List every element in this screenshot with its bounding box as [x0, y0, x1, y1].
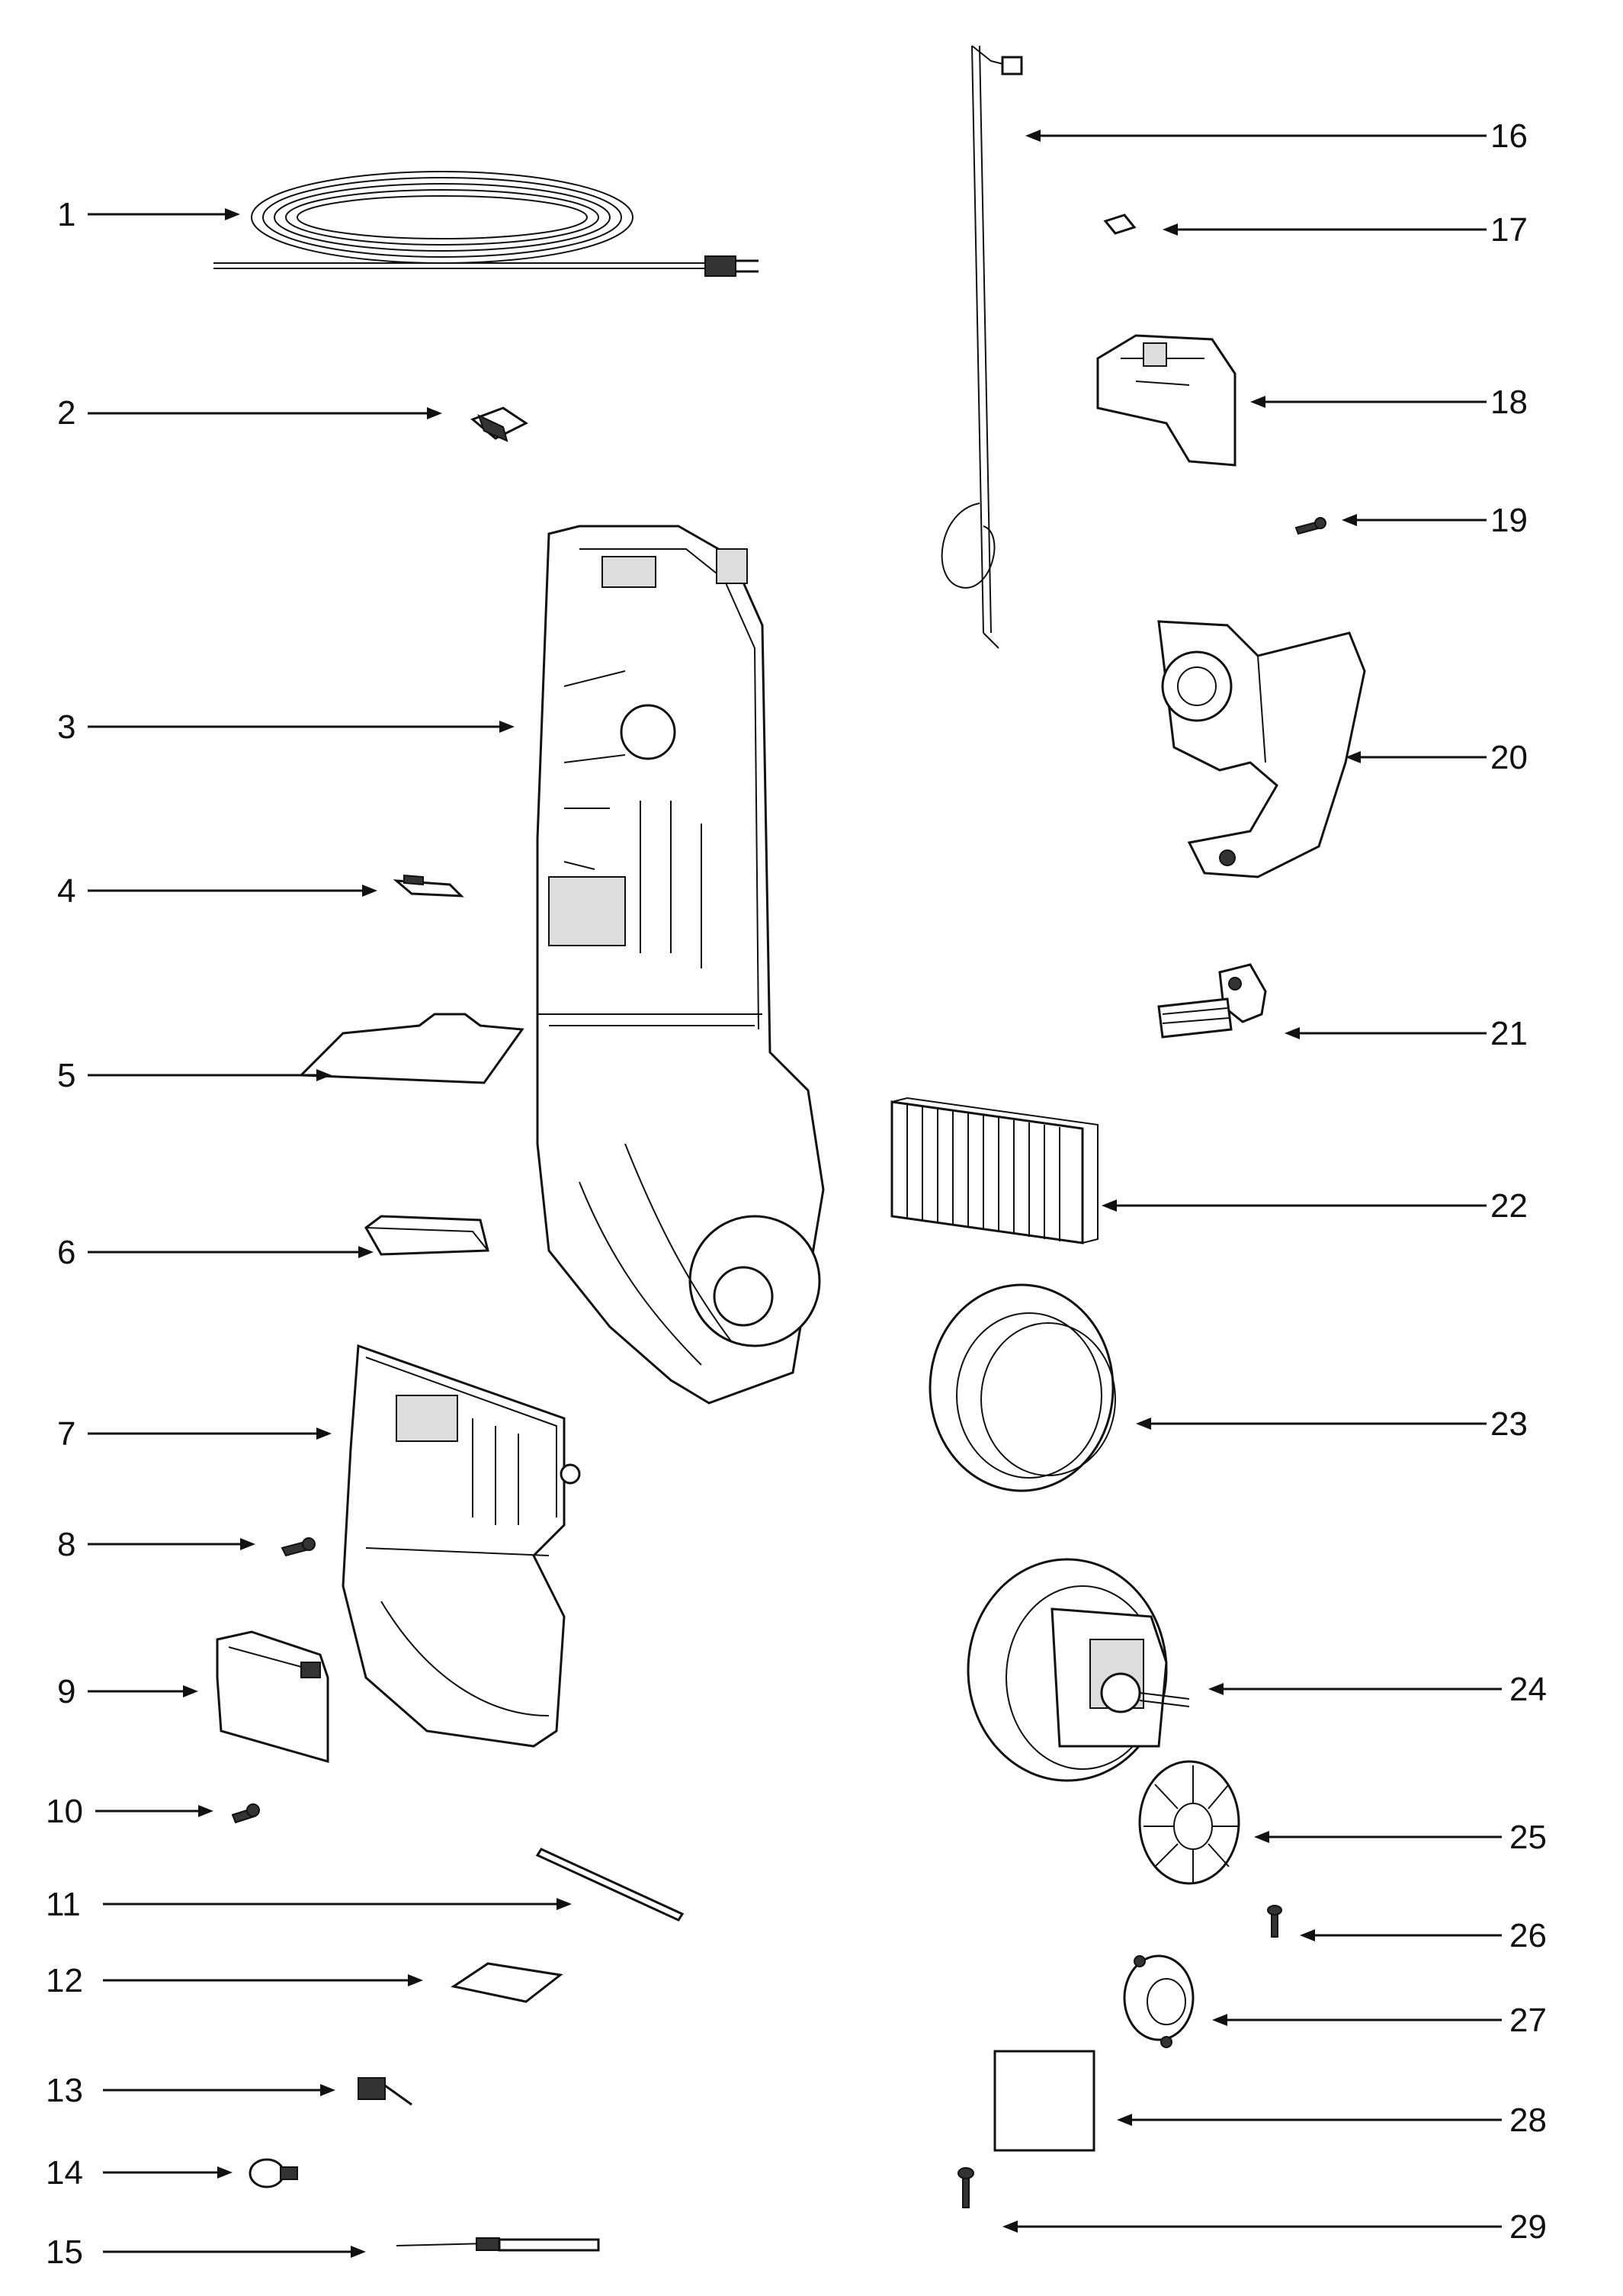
callout-20: 20 [1346, 739, 1528, 776]
callout-7: 7 [57, 1415, 332, 1453]
bracket-icon [1096, 334, 1236, 467]
hepa-filter-icon [890, 1097, 1099, 1244]
callout-number: 13 [46, 2072, 83, 2109]
callout-12: 12 [46, 1962, 423, 1999]
callout-11: 11 [46, 1886, 572, 1923]
nut-icon [1103, 214, 1137, 235]
screw-icon [281, 1537, 316, 1557]
callout-number: 20 [1490, 739, 1528, 776]
duct-elbow-icon [1157, 620, 1366, 878]
callout-25: 25 [1254, 1819, 1547, 1856]
cover-plate-icon [216, 1630, 329, 1763]
callout-13: 13 [46, 2072, 335, 2109]
callout-6: 6 [57, 1234, 374, 1271]
screw-icon [1267, 1905, 1282, 1938]
callout-number: 27 [1509, 2002, 1547, 2039]
callout-number: 9 [57, 1673, 75, 1710]
wire-harness-icon [396, 2237, 600, 2252]
bulb-icon [249, 2158, 298, 2188]
latch-icon [393, 874, 464, 898]
callout-14: 14 [46, 2154, 233, 2192]
callout-9: 9 [57, 1673, 198, 1710]
card-icon [993, 2050, 1095, 2152]
screw-icon [957, 2167, 974, 2208]
label-icon [451, 1962, 563, 2003]
callout-1: 1 [57, 196, 240, 233]
callout-number: 29 [1509, 2208, 1547, 2246]
callout-number: 3 [57, 708, 75, 746]
callout-5: 5 [57, 1057, 332, 1094]
callout-number: 22 [1490, 1187, 1528, 1225]
callout-28: 28 [1117, 2102, 1547, 2139]
callout-19: 19 [1342, 502, 1528, 539]
callout-number: 5 [57, 1057, 75, 1094]
front-housing-icon [342, 1344, 581, 1748]
callout-10: 10 [46, 1793, 213, 1830]
callout-24: 24 [1208, 1671, 1547, 1708]
callout-number: 26 [1509, 1917, 1547, 1954]
callout-number: 1 [57, 196, 75, 233]
callout-number: 7 [57, 1415, 75, 1453]
motor-mount-icon [1123, 1954, 1195, 2048]
cable-rod-icon [941, 45, 1023, 649]
switch-icon [470, 406, 528, 442]
ring-gasket-icon [929, 1283, 1116, 1492]
callout-number: 16 [1490, 117, 1528, 155]
callout-number: 21 [1490, 1015, 1528, 1052]
callout-16: 16 [1025, 117, 1528, 155]
callout-27: 27 [1212, 2002, 1547, 2039]
callout-number: 6 [57, 1234, 75, 1271]
screw-icon [1294, 517, 1326, 535]
clip-icon [1157, 963, 1267, 1039]
callout-15: 15 [46, 2233, 366, 2271]
connector-icon [358, 2077, 412, 2106]
callout-26: 26 [1300, 1917, 1547, 1954]
callout-number: 28 [1509, 2102, 1547, 2139]
rear-housing-icon [536, 525, 825, 1405]
screw-icon [231, 1803, 260, 1824]
callout-number: 10 [46, 1793, 83, 1830]
filter-pad-icon [298, 1013, 524, 1084]
callout-number: 12 [46, 1962, 83, 1999]
callout-8: 8 [57, 1526, 255, 1563]
callout-3: 3 [57, 708, 515, 746]
callout-number: 17 [1490, 211, 1528, 249]
callout-17: 17 [1163, 211, 1528, 249]
callout-23: 23 [1136, 1405, 1528, 1443]
callout-2: 2 [57, 394, 442, 432]
callout-number: 18 [1490, 384, 1528, 421]
callout-21: 21 [1285, 1015, 1528, 1052]
callout-number: 23 [1490, 1405, 1528, 1443]
callout-number: 8 [57, 1526, 75, 1563]
callout-number: 25 [1509, 1819, 1547, 1856]
foam-filter-icon [364, 1215, 489, 1256]
callout-number: 4 [57, 872, 75, 910]
motor-icon [967, 1558, 1190, 1782]
callout-number: 11 [46, 1886, 81, 1923]
power-cord-icon [213, 171, 759, 277]
rod-icon [535, 1848, 685, 1922]
callout-22: 22 [1102, 1187, 1528, 1225]
callout-number: 24 [1509, 1671, 1547, 1708]
callout-18: 18 [1250, 384, 1528, 421]
callout-number: 2 [57, 394, 75, 432]
callout-number: 15 [46, 2233, 83, 2271]
callout-29: 29 [1002, 2208, 1547, 2246]
callout-4: 4 [57, 872, 377, 910]
callout-number: 19 [1490, 502, 1528, 539]
fan-icon [1138, 1760, 1240, 1885]
callout-number: 14 [46, 2154, 83, 2192]
